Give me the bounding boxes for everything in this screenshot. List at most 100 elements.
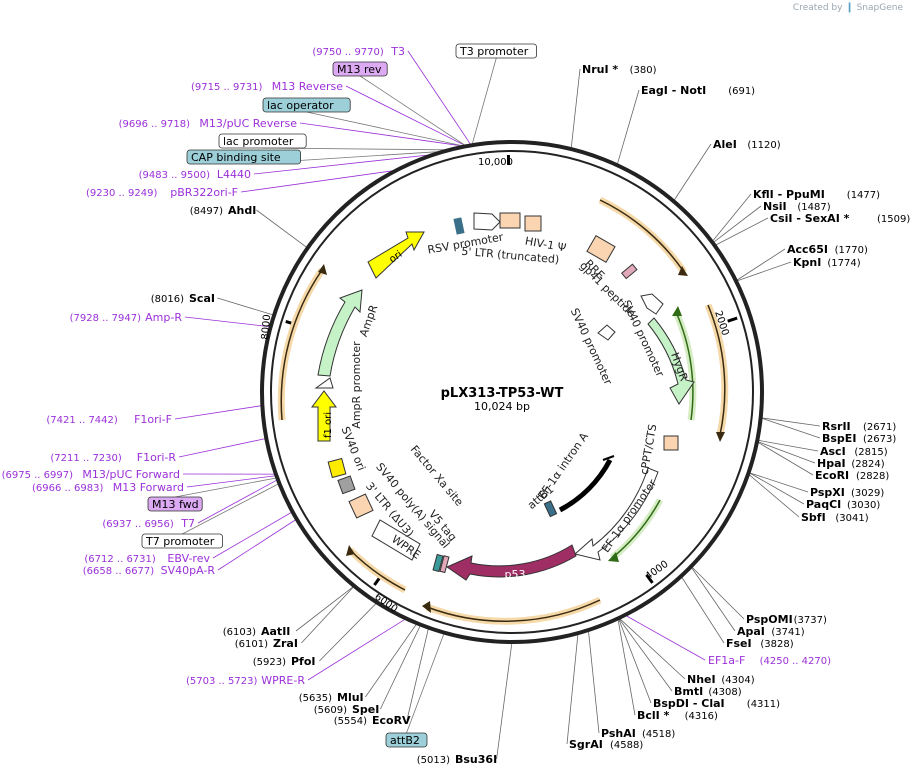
leader-line (301, 586, 354, 644)
enzyme-bspdi-clai[interactable]: BspDI - ClaI(4311) (653, 697, 780, 710)
primer-position: (7211 .. 7230) (50, 453, 122, 464)
enzyme-nsii[interactable]: NsiI(1487) (763, 200, 831, 213)
enzyme-name: PshAI (601, 727, 636, 740)
enzyme-alei[interactable]: AleI(1120) (713, 138, 781, 151)
label-m13-fwd[interactable]: M13 fwd (147, 496, 203, 512)
leader-line (691, 566, 745, 620)
enzyme-name: MluI (337, 691, 364, 704)
enzyme-position: (3737) (794, 615, 827, 626)
enzyme-bcli[interactable]: BclI *(4316) (637, 709, 718, 722)
primer-name: pBR322ori-F (170, 186, 238, 199)
primer-m13-puc-forward[interactable]: M13/pUC Forward(6975 .. 6997) (2, 468, 180, 481)
enzyme-labels[interactable]: NruI *(380) EagI - NotI(691) AleI(1120) Kfl… (151, 63, 911, 766)
enzyme-pfoi[interactable]: (5923)PfoI (253, 655, 316, 668)
primer-name: M13/pUC Reverse (199, 117, 297, 130)
primer-l4440[interactable]: L4440(9483 .. 9500) (139, 168, 251, 181)
primer-wpre-r[interactable]: WPRE-R(5703 .. 5723) (186, 674, 305, 687)
enzyme-mlui[interactable]: (5635)MluI (299, 691, 364, 704)
enzyme-aatii[interactable]: (6103)AatII (223, 625, 291, 638)
enzyme-asci[interactable]: AscI(2815) (820, 445, 888, 458)
leader-line (306, 111, 464, 147)
primer-ef1a-f[interactable]: EF1a-F(4250 .. 4270) (708, 654, 831, 667)
enzyme-acc65i[interactable]: Acc65I(1770) (787, 243, 868, 256)
primer-ebv-rev[interactable]: EBV-rev(6712 .. 6731) (84, 552, 210, 565)
enzyme-paqci[interactable]: PaqCI(3030) (806, 498, 880, 511)
enzyme-name: FseI (726, 637, 752, 650)
primer-labels[interactable]: T3(9750 .. 9770) M13 Reverse(9715 .. 9731… (2, 45, 832, 687)
enzyme-fsei[interactable]: FseI(3828) (726, 637, 794, 650)
primer-name: Amp-R (145, 311, 182, 324)
enzyme-eagi-noti[interactable]: EagI - NotI(691) (641, 84, 755, 97)
enzyme-position: (4588) (610, 740, 643, 751)
enzyme-nhei[interactable]: NheI(4304) (687, 673, 755, 686)
primer-t7[interactable]: T7(6937 .. 6956) (102, 517, 195, 530)
label-lac-operator[interactable]: lac operator (262, 97, 351, 113)
enzyme-ahdi[interactable]: (8497)AhdI (190, 204, 257, 217)
enzyme-nrui[interactable]: NruI *(380) (582, 63, 657, 76)
primer-m13-puc-reverse[interactable]: M13/pUC Reverse(9696 .. 9718) (119, 117, 298, 130)
leader-line (713, 205, 762, 243)
primer-sv40pa-r[interactable]: SV40pA-R(6658 .. 6677) (83, 564, 216, 577)
snapgene-credit: Created by ❙ SnapGene (793, 2, 903, 13)
enzyme-apai[interactable]: ApaI(3741) (737, 625, 805, 638)
leader-line (406, 628, 429, 721)
primer-name: SV40pA-R (161, 564, 216, 577)
leader-line (757, 441, 814, 476)
label-t3-promoter[interactable]: T3 promoter (455, 43, 537, 59)
enzyme-rsrii[interactable]: RsrII(2671) (822, 420, 896, 433)
cppt-label: cPPT/CTS (638, 423, 660, 476)
ef1a-intron-arc (558, 458, 613, 513)
label-text: lac promoter (223, 135, 294, 148)
primer-m13-forward[interactable]: M13 Forward(6966 .. 6983) (32, 481, 184, 494)
ruler-label: 10,000 (478, 157, 513, 168)
enzyme-bspei[interactable]: BspEI(2673) (822, 432, 896, 445)
primer-amp-r[interactable]: Amp-R(7928 .. 7947) (70, 311, 183, 324)
leader-line (748, 474, 800, 518)
enzyme-pspomi[interactable]: PspOMI(3737) (746, 613, 827, 626)
enzyme-hpai[interactable]: HpaI(2824) (817, 457, 885, 470)
enzyme-sgrai[interactable]: SgrAI(4588) (569, 738, 643, 751)
enzyme-ecori[interactable]: EcoRI(2828) (815, 469, 889, 482)
enzyme-kpni[interactable]: KpnI(1774) (793, 256, 861, 269)
leader-line (749, 472, 805, 505)
label-box (385, 732, 428, 748)
enzyme-kfli-ppumi[interactable]: KflI - PpuMI(1477) (753, 188, 880, 201)
enzyme-csii-sexai[interactable]: CsiI - SexAI *(1509) (770, 212, 910, 225)
primer-f1ori-f[interactable]: F1ori-F(7421 .. 7442) (46, 413, 172, 426)
primer-pbr322ori-f[interactable]: pBR322ori-F(9230 .. 9249) (86, 186, 238, 199)
primer-name: M13 Reverse (272, 80, 343, 93)
enzyme-bsu36i[interactable]: (5013)Bsu36I (417, 753, 497, 766)
sv40-promoter-inner-arrow-icon (597, 324, 616, 341)
enzyme-bmti[interactable]: BmtI(4308) (674, 685, 742, 698)
label-m13-rev[interactable]: M13 rev (332, 61, 388, 77)
primer-t3[interactable]: T3(9750 .. 9770) (312, 45, 405, 58)
enzyme-ecorv[interactable]: (5554)EcoRV (334, 714, 411, 727)
enzyme-name: NruI * (582, 63, 618, 76)
p53-arrow-icon (445, 544, 577, 581)
leader-line (295, 586, 354, 632)
enzyme-scai[interactable]: (8016)ScaI (151, 292, 215, 305)
enzyme-position: (4311) (747, 699, 780, 710)
enzyme-pshai[interactable]: PshAI(4518) (601, 727, 675, 740)
label-attb2[interactable]: attB2 (385, 732, 428, 748)
enzyme-spei[interactable]: (5609)SpeI (314, 703, 380, 716)
enzyme-zrai[interactable]: (6101)ZraI (235, 637, 298, 650)
primer-position: (7421 .. 7442) (46, 415, 118, 426)
leader-line (588, 631, 600, 734)
enzyme-sbfi[interactable]: SbfI(3041) (801, 511, 869, 524)
label-lac-promoter[interactable]: lac promoter (218, 133, 307, 149)
primer-f1ori-r[interactable]: F1ori-R(7211 .. 7230) (50, 451, 176, 464)
feature-tag-icon (453, 217, 465, 235)
label-t7-promoter[interactable]: T7 promoter (141, 533, 223, 549)
leader-line (319, 602, 377, 662)
leader-line (471, 57, 497, 145)
enzyme-position: (1770) (835, 245, 868, 256)
sv40-promoter-inner-label: SV40 promoter (568, 306, 615, 387)
primer-m13-reverse[interactable]: M13 Reverse(9715 .. 9731) (191, 80, 343, 93)
enzyme-name: ApaI (737, 625, 765, 638)
label-cap-binding-site[interactable]: CAP binding site (186, 149, 301, 165)
enzyme-position: (2815) (854, 447, 887, 458)
enzyme-pspxi[interactable]: PspXI(3029) (810, 486, 884, 499)
